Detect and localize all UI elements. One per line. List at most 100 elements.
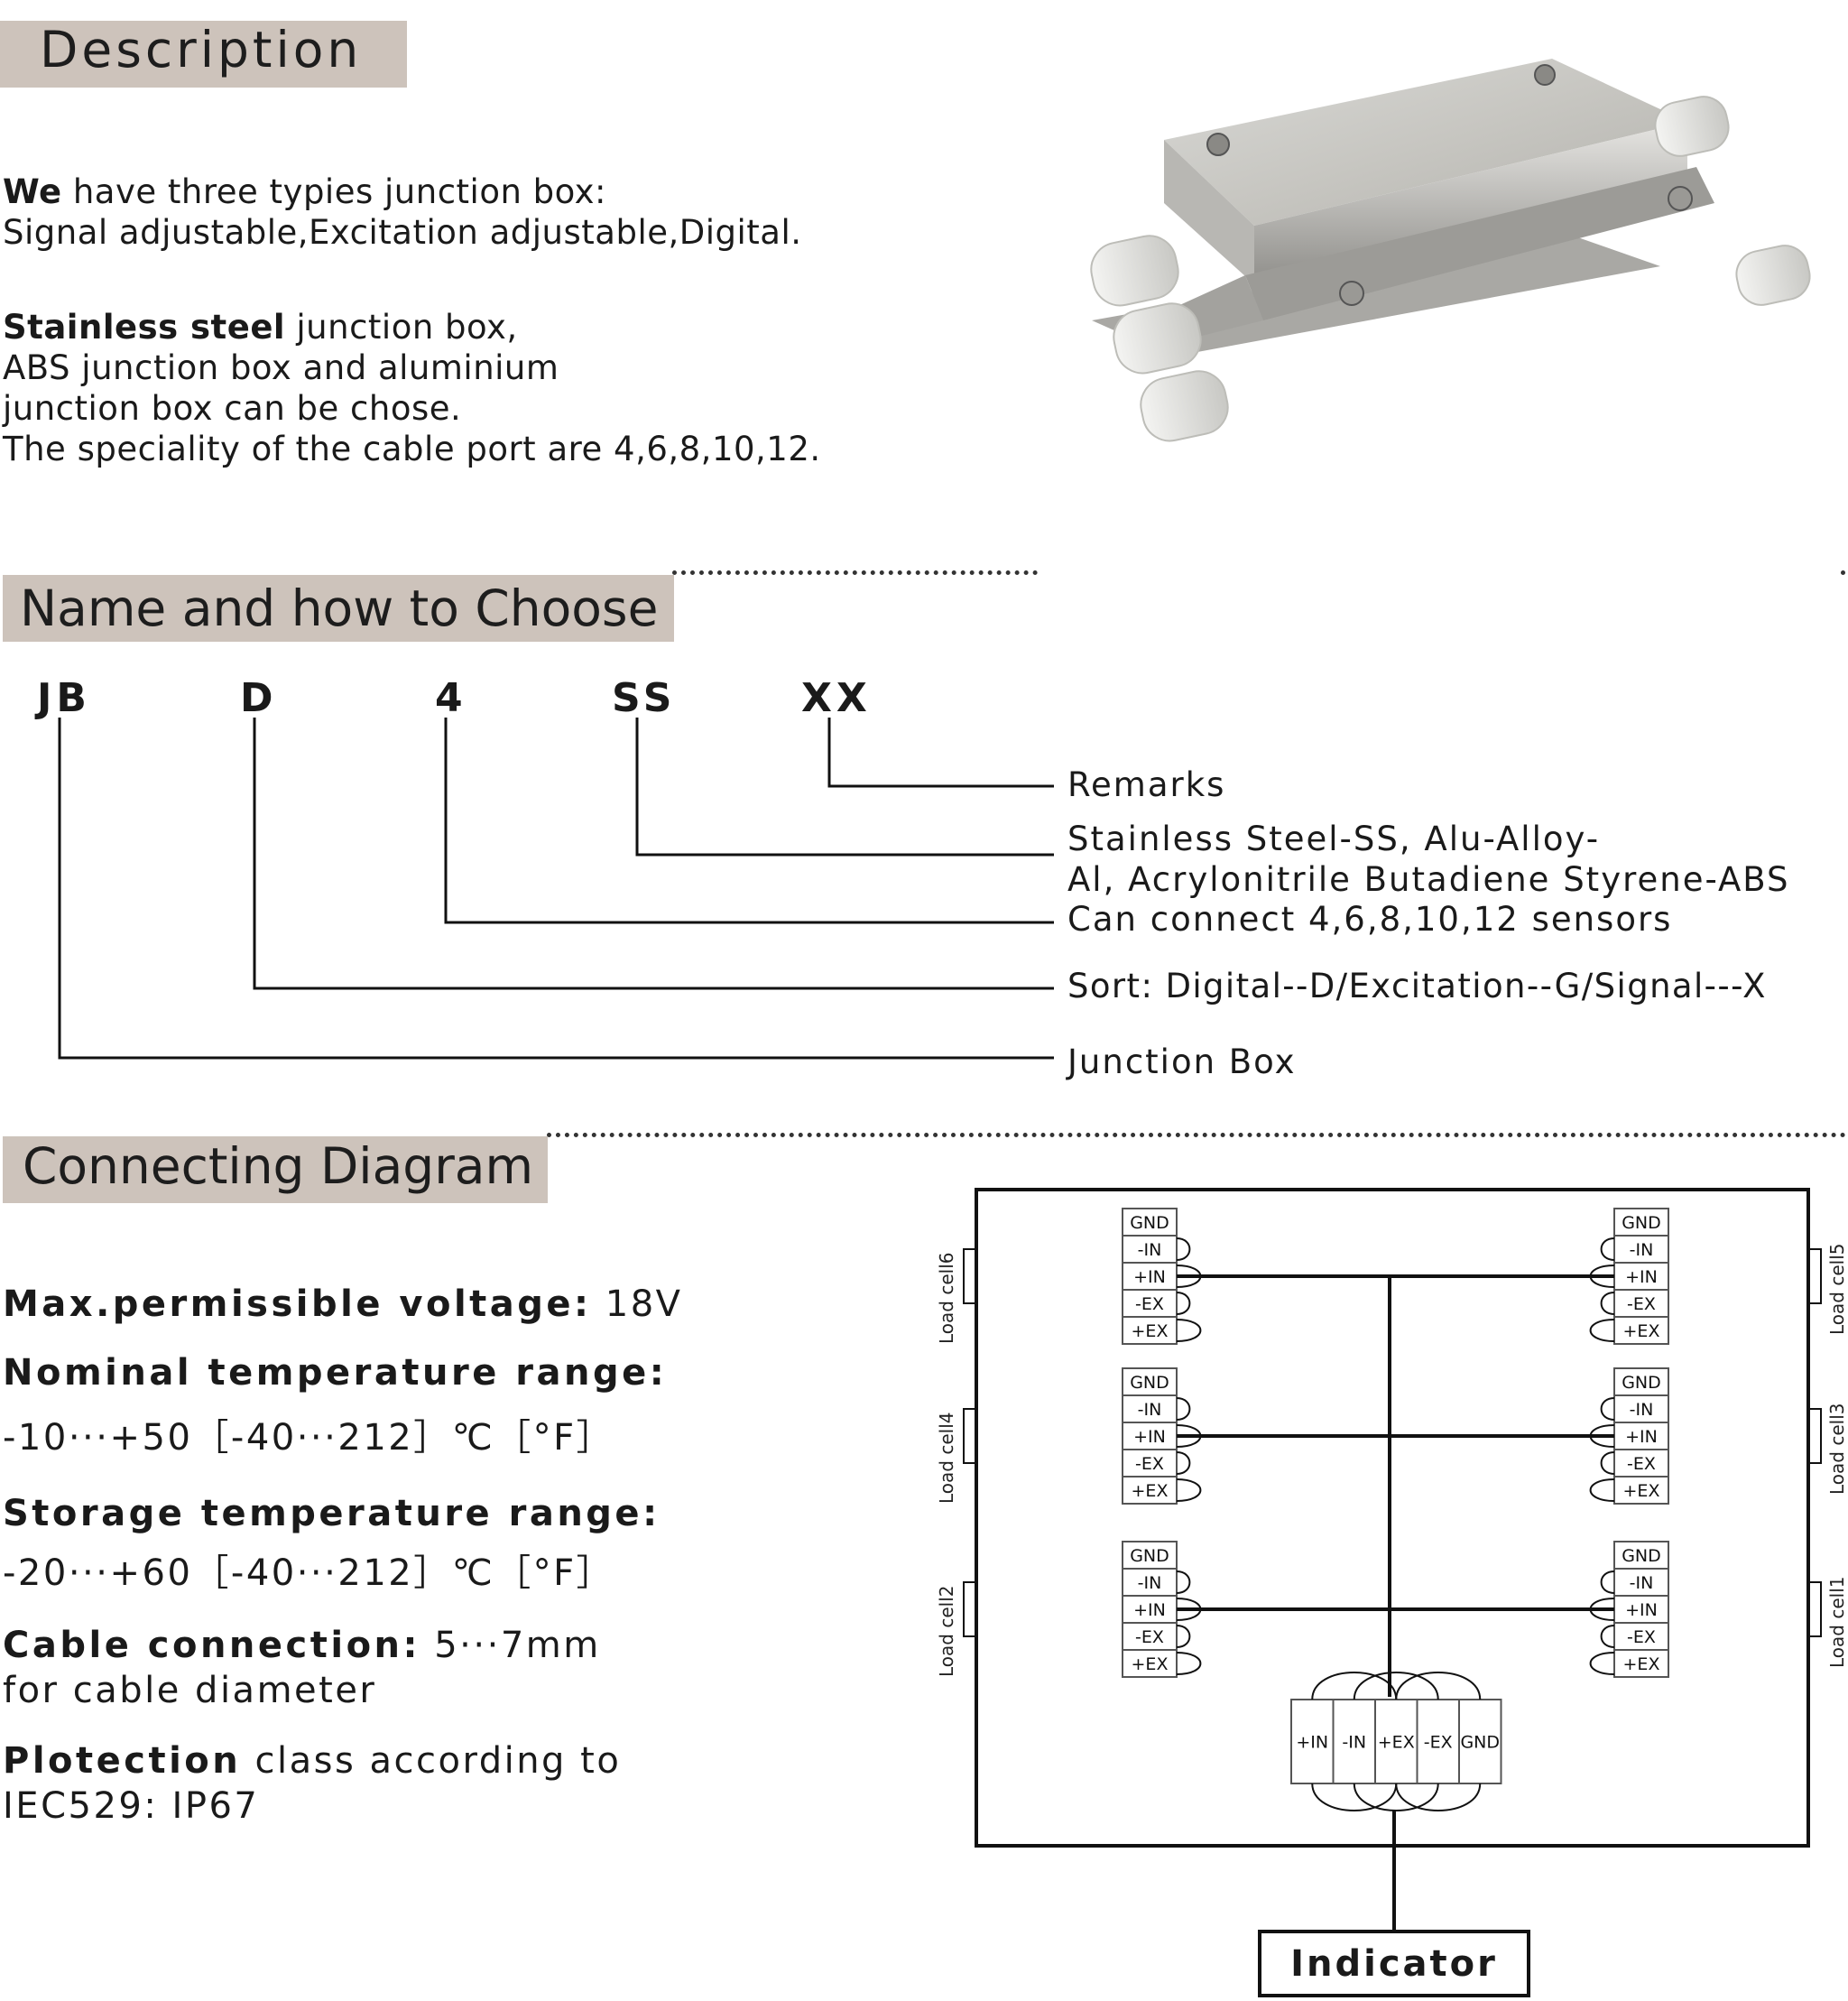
terminal-cell [1122, 1476, 1178, 1505]
terminal-cell [1122, 1208, 1178, 1237]
leader-line-ss [635, 718, 1054, 857]
strip-jumper-bottom [1311, 1783, 1398, 1811]
terminal-cell [1122, 1649, 1178, 1678]
terminal-label: +EX [1623, 1481, 1660, 1501]
indicator-terminal-label: -IN [1342, 1733, 1366, 1753]
strip-jumper-bottom [1395, 1783, 1482, 1811]
terminal-label: +IN [1625, 1267, 1658, 1287]
code-4: 4 [435, 675, 467, 721]
terminal-label: -EX [1135, 1627, 1164, 1647]
terminal-label: GND [1130, 1546, 1169, 1566]
description-line-5: junction box can be chose. [3, 389, 462, 428]
terminal-label: GND [1622, 1546, 1661, 1566]
terminal-jumper [1600, 1570, 1615, 1594]
spec-protection-line2: IEC529: IP67 [3, 1785, 260, 1827]
load-cell-label: Load cell4 [936, 1413, 957, 1504]
code-ss: SS [612, 675, 677, 721]
screw-icon [1534, 64, 1556, 86]
terminal-jumper [1176, 1652, 1202, 1675]
naming-leader-lines [58, 718, 1054, 1060]
terminal-label: -EX [1627, 1294, 1656, 1314]
leader-line-xx [827, 718, 1054, 788]
terminal-cell [1122, 1622, 1178, 1651]
spec-nominal-value: -10···+50［-40···212］℃［°F］ [3, 1417, 615, 1459]
terminal-cell [1122, 1316, 1178, 1345]
strip-jumper-bottom [1353, 1783, 1439, 1811]
screw-icon [1668, 186, 1693, 211]
terminal-label: -IN [1138, 1400, 1162, 1420]
leader-line-4 [444, 718, 1054, 924]
spec-storage-value: -20···+60［-40···212］℃［°F］ [3, 1552, 615, 1594]
indicator-terminal-cell [1290, 1699, 1335, 1784]
terminal-label: +IN [1133, 1427, 1166, 1447]
load-cell-bracket [963, 1248, 976, 1304]
terminal-label: +EX [1132, 1481, 1169, 1501]
box-front [1254, 122, 1687, 284]
option-junction-box: Junction Box [1067, 1042, 1297, 1081]
spec-voltage: Max.permissible voltage: 18V [3, 1283, 683, 1325]
spec-nominal-label: Nominal temperature range: [3, 1352, 668, 1394]
terminal-label: -IN [1138, 1240, 1162, 1260]
screw-icon [1339, 281, 1364, 306]
terminal-jumper [1176, 1625, 1191, 1648]
terminal-label: -IN [1630, 1573, 1654, 1593]
terminal-jumper [1600, 1451, 1615, 1475]
terminal-jumper [1589, 1319, 1615, 1342]
terminal-jumper [1176, 1397, 1191, 1421]
load-cell-label: Load cell6 [936, 1253, 957, 1344]
junction-box-product-image [1090, 59, 1811, 442]
box-lid [1164, 59, 1687, 226]
terminal-label: -IN [1630, 1400, 1654, 1420]
terminal-cell [1122, 1541, 1178, 1570]
code-d: D [240, 675, 278, 721]
terminal-cell [1122, 1262, 1178, 1291]
terminal-cell [1613, 1316, 1669, 1345]
terminal-jumper [1176, 1319, 1202, 1342]
leader-line-jb [58, 718, 1054, 1060]
terminal-jumper [1600, 1237, 1615, 1261]
terminal-cell [1613, 1649, 1669, 1678]
terminal-label: -IN [1630, 1240, 1654, 1260]
cable-gland-icon [1654, 96, 1811, 306]
terminal-jumper [1176, 1570, 1191, 1594]
naming-title: Name and how to Choose [20, 579, 659, 637]
leader-line-d [253, 718, 1054, 990]
terminal-cell [1122, 1568, 1178, 1597]
load-cell-label: Load cell5 [1826, 1244, 1848, 1335]
terminal-jumper [1600, 1292, 1615, 1315]
terminal-jumper [1176, 1292, 1191, 1315]
option-remarks: Remarks [1067, 765, 1226, 804]
description-title: Description [40, 21, 363, 79]
box-left-side [1164, 140, 1254, 284]
strip-jumper-top [1311, 1672, 1398, 1700]
spec-storage-label: Storage temperature range: [3, 1493, 661, 1534]
strip-jumper-top [1395, 1672, 1482, 1700]
load-cell-label: Load cell3 [1826, 1403, 1848, 1495]
connecting-title: Connecting Diagram [23, 1137, 534, 1195]
terminal-cell [1613, 1568, 1669, 1597]
indicator-terminal-label: +IN [1296, 1733, 1328, 1753]
terminal-jumper [1600, 1397, 1615, 1421]
terminal-jumper [1176, 1478, 1202, 1502]
load-cell-bracket [1808, 1581, 1822, 1637]
load-cell-bracket [1808, 1248, 1822, 1304]
terminal-label: +IN [1133, 1600, 1166, 1620]
code-jb: JB [37, 675, 91, 721]
load-cell-bracket [963, 1581, 976, 1637]
terminal-label: -IN [1138, 1573, 1162, 1593]
option-sort: Sort: Digital--D/Excitation--G/Signal---… [1067, 967, 1767, 1005]
terminal-label: GND [1130, 1213, 1169, 1233]
load-cell-label: Load cell2 [936, 1586, 957, 1677]
load-cell-bracket [1808, 1408, 1822, 1464]
terminal-cell [1613, 1289, 1669, 1318]
screw-icon [1206, 133, 1230, 156]
box-flange [1245, 167, 1714, 320]
connecting-title-band [3, 1136, 548, 1203]
indicator-label: Indicator [1290, 1942, 1498, 1985]
terminal-label: -EX [1135, 1294, 1164, 1314]
terminal-label: +EX [1132, 1654, 1169, 1674]
terminal-cell [1613, 1541, 1669, 1570]
strip-jumper-top [1353, 1672, 1439, 1700]
option-material-2: Al, Acrylonitrile Butadiene Styrene-ABS [1067, 860, 1790, 899]
